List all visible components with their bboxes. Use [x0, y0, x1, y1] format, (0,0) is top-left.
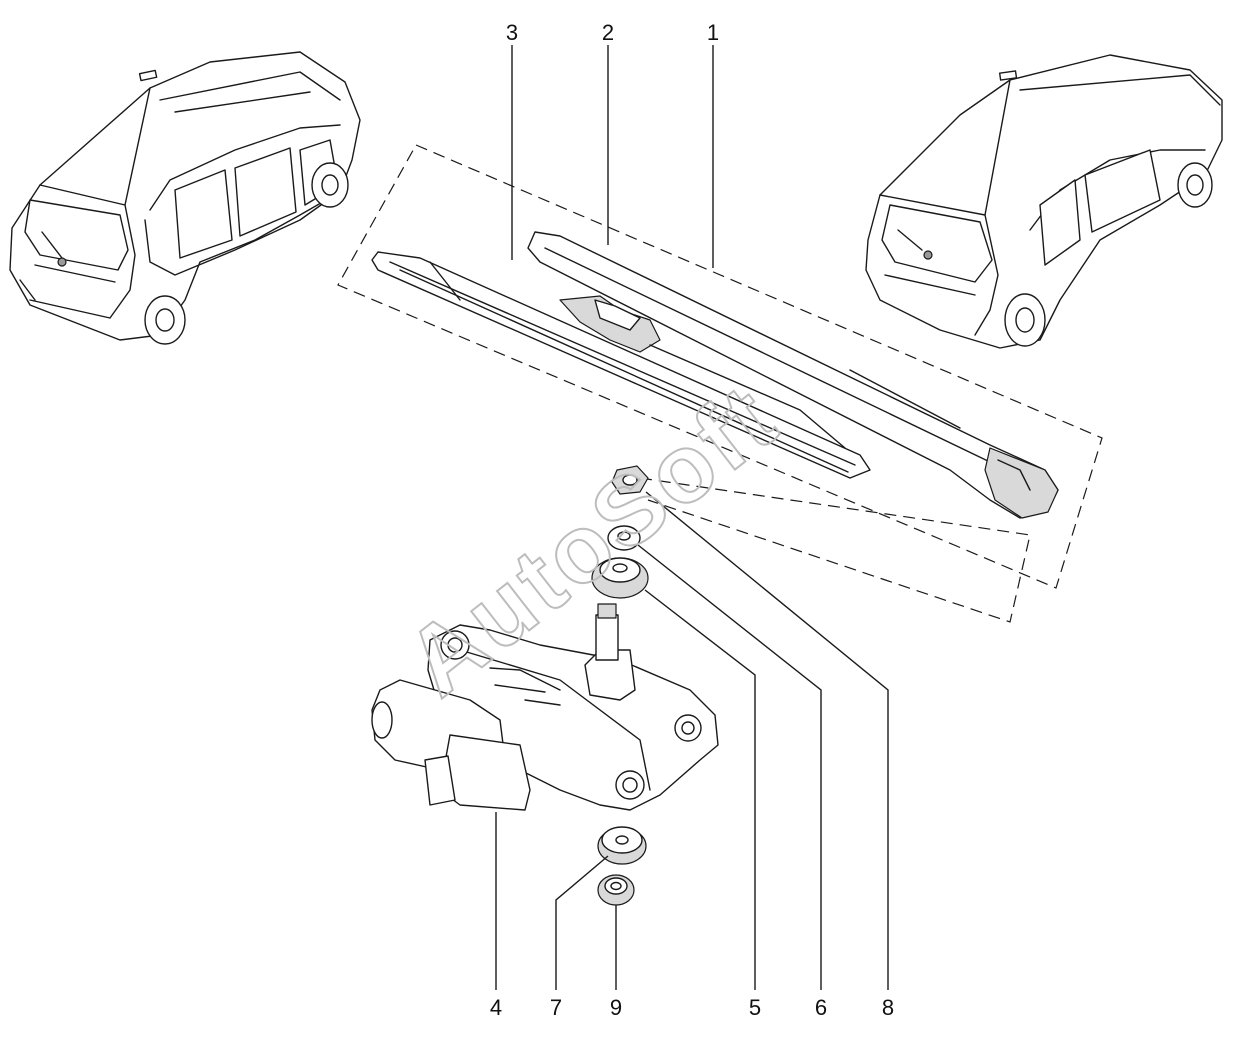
arm-hub-outline [639, 477, 1031, 623]
leader-lines [495, 45, 889, 990]
leader-7 [555, 855, 609, 990]
washer-icon [597, 826, 647, 865]
hatchback-car-icon [865, 54, 1223, 349]
callout-2: 2 [602, 20, 614, 45]
assembly-outline [337, 144, 1103, 589]
nut-icon [611, 465, 649, 495]
wiper-motor-icon [371, 603, 719, 811]
callout-7: 7 [550, 995, 562, 1020]
grommet-icon [597, 874, 635, 906]
leader-6 [637, 544, 822, 990]
callout-9: 9 [610, 995, 622, 1020]
wiper-arm-icon [527, 231, 1059, 519]
callout-6: 6 [815, 995, 827, 1020]
callout-4: 4 [490, 995, 502, 1020]
callout-5: 5 [749, 995, 761, 1020]
callout-3: 3 [506, 20, 518, 45]
callout-1: 1 [707, 20, 719, 45]
leader-5 [644, 589, 756, 990]
washer-icon [607, 525, 641, 551]
wiper-blade-icon [371, 251, 871, 479]
wagon-car-icon [9, 51, 361, 345]
grommet-icon [591, 557, 649, 599]
leader-8 [645, 491, 889, 990]
callout-8: 8 [882, 995, 894, 1020]
